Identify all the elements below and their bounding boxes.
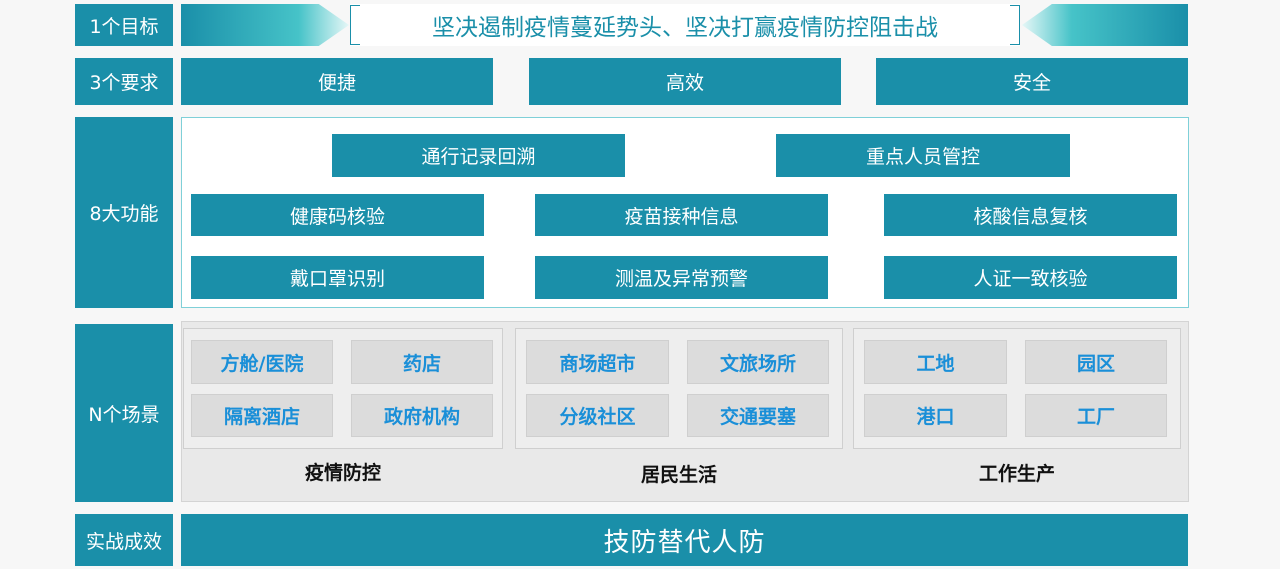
requirements-row-label: 3个要求 — [75, 58, 173, 105]
goal-text: 坚决遏制疫情蔓延势头、坚决打赢疫情防控阻击战 — [432, 15, 938, 41]
function-item: 测温及异常预警 — [535, 256, 828, 299]
requirement-safe: 安全 — [876, 58, 1188, 105]
left-bracket-decoration — [350, 5, 360, 45]
goal-row-label: 1个目标 — [75, 4, 173, 46]
scene-chip: 工厂 — [1025, 394, 1167, 437]
function-item: 通行记录回溯 — [332, 134, 625, 177]
scene-chip: 隔离酒店 — [191, 394, 333, 437]
goal-left-arrow-decoration — [181, 4, 349, 46]
scene-chip: 商场超市 — [526, 340, 669, 384]
scene-group-title: 工作生产 — [978, 462, 1055, 485]
function-item: 健康码核验 — [191, 194, 484, 236]
function-item: 戴口罩识别 — [191, 256, 484, 299]
scene-chip: 港口 — [864, 394, 1007, 437]
result-banner: 技防替代人防 — [181, 514, 1188, 566]
function-item: 核酸信息复核 — [884, 194, 1177, 236]
scene-group-title: 居民生活 — [640, 463, 717, 486]
goal-right-arrow-decoration — [1022, 4, 1188, 46]
function-item: 重点人员管控 — [776, 134, 1070, 177]
right-bracket-decoration — [1010, 5, 1020, 45]
scenes-row-label: N个场景 — [75, 324, 173, 502]
requirement-efficient: 高效 — [529, 58, 841, 105]
function-item: 人证一致核验 — [884, 256, 1177, 299]
scene-chip: 分级社区 — [526, 394, 669, 437]
goal-banner: 坚决遏制疫情蔓延势头、坚决打赢疫情防控阻击战 — [350, 4, 1020, 46]
scene-chip: 方舱/医院 — [191, 340, 333, 384]
functions-row-label: 8大功能 — [75, 117, 173, 308]
scene-chip: 工地 — [864, 340, 1007, 384]
result-row-label: 实战成效 — [75, 514, 173, 566]
function-item: 疫苗接种信息 — [535, 194, 828, 236]
scene-chip: 园区 — [1025, 340, 1167, 384]
scene-chip: 交通要塞 — [687, 394, 829, 437]
scene-chip: 文旅场所 — [687, 340, 829, 384]
requirement-convenient: 便捷 — [181, 58, 493, 105]
scene-chip: 政府机构 — [351, 394, 493, 437]
scene-chip: 药店 — [351, 340, 493, 384]
scene-group-title: 疫情防控 — [304, 461, 381, 484]
